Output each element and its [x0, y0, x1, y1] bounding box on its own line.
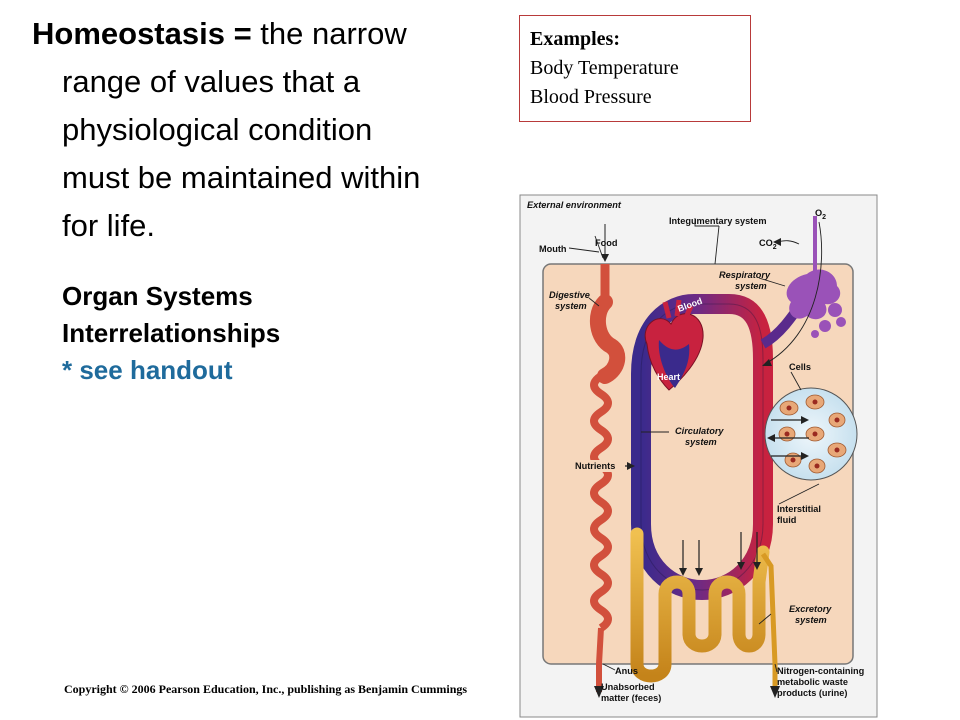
definition-text: Homeostasis = the narrow range of values… — [32, 10, 502, 250]
label-unabsorbed-2: matter (feces) — [601, 693, 661, 703]
label-digestive-2: system — [555, 301, 587, 311]
label-food: Food — [595, 238, 617, 248]
nutrients-label-bg — [573, 460, 625, 472]
label-circulatory-1: Circulatory — [675, 426, 724, 436]
label-nitrogen-2: metabolic waste — [777, 677, 848, 687]
definition-line-4: must be maintained within — [62, 160, 421, 195]
definition-line-2: range of values that a — [62, 64, 361, 99]
food-arrow — [601, 254, 609, 262]
label-excretory-1: Excretory — [789, 604, 832, 614]
label-circulatory-2: system — [685, 437, 717, 447]
label-anus: Anus — [615, 666, 638, 676]
label-digestive-1: Digestive — [549, 290, 590, 300]
definition-line-3: physiological condition — [62, 112, 373, 147]
definition-line-1-rest: the narrow — [251, 16, 407, 51]
digestive-tract — [589, 264, 626, 698]
excretory-system — [630, 527, 780, 698]
label-interstitial-1: Interstitial — [777, 504, 821, 514]
homeostasis-term: Homeostasis = — [32, 16, 252, 51]
handout-note: * see handout — [62, 355, 233, 385]
label-nitrogen-1: Nitrogen-containing — [777, 666, 864, 676]
definition-line-1: Homeostasis = the narrow — [32, 10, 502, 58]
copyright-notice: Copyright © 2006 Pearson Education, Inc.… — [64, 682, 468, 696]
label-unabsorbed-1: Unabsorbed — [601, 682, 655, 692]
label-nutrients: Nutrients — [575, 461, 615, 471]
organ-systems-diagram: External environment Integumentary syste… — [519, 194, 878, 718]
label-o2: O2 — [815, 208, 826, 221]
label-cells: Cells — [789, 362, 811, 372]
label-interstitial-2: fluid — [777, 515, 796, 525]
definition-line-5: for life. — [62, 208, 156, 243]
o2-flow-line — [764, 221, 823, 365]
label-co2: CO2 — [759, 238, 777, 251]
label-respiratory-2: system — [735, 281, 767, 291]
label-mouth: Mouth — [539, 244, 567, 254]
label-respiratory-1: Respiratory — [719, 270, 771, 280]
label-heart: Heart — [657, 372, 680, 382]
heart — [644, 299, 704, 391]
label-external-environment: External environment — [527, 200, 622, 210]
diagram-svg: External environment Integumentary syste… — [519, 194, 878, 718]
label-integumentary-system: Integumentary system — [669, 216, 767, 226]
label-excretory-2: system — [795, 615, 827, 625]
label-nitrogen-3: products (urine) — [777, 688, 847, 698]
lungs — [786, 216, 846, 338]
example-item: Blood Pressure — [530, 86, 652, 108]
organ-line-1: Organ Systems — [62, 281, 253, 311]
examples-title: Examples: — [530, 28, 620, 50]
example-item: Body Temperature — [530, 57, 679, 79]
examples-box: Examples: Body Temperature Blood Pressur… — [519, 15, 751, 122]
organ-systems-heading: Organ Systems Interrelationships * see h… — [62, 278, 280, 389]
cells-view — [764, 387, 858, 481]
organ-line-2: Interrelationships — [62, 318, 281, 348]
